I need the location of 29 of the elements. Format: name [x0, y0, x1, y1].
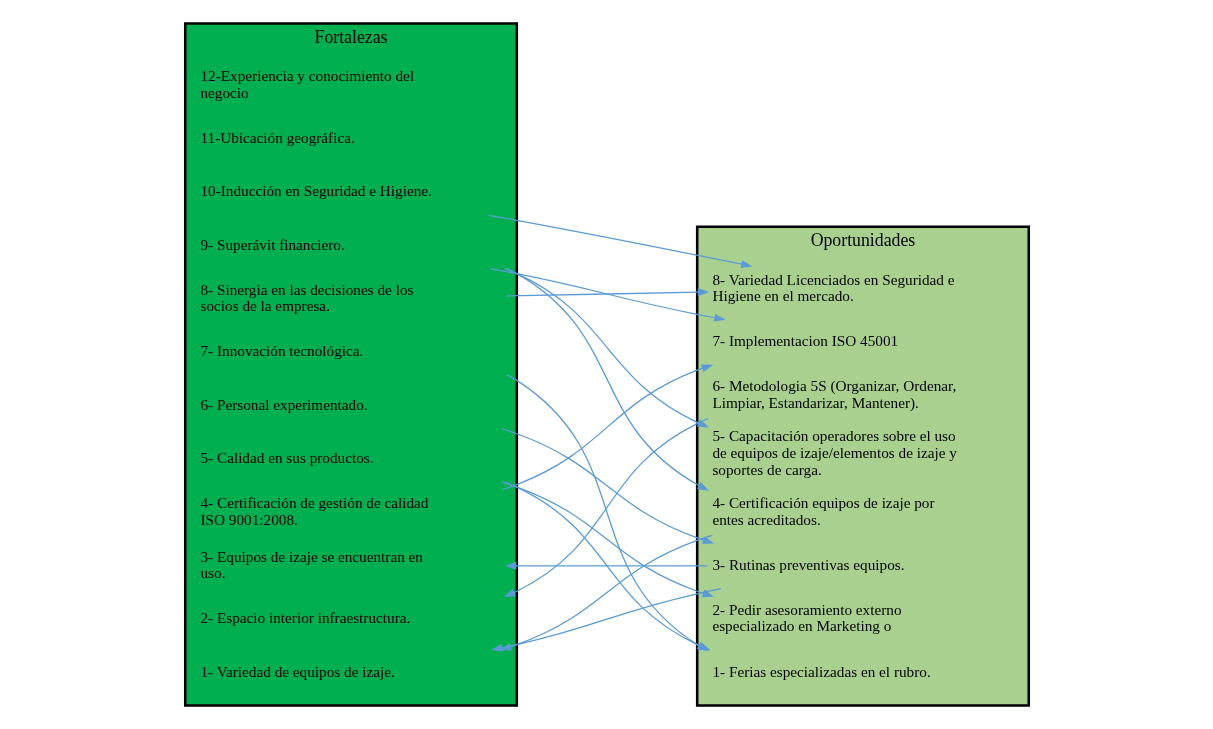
arrow	[505, 267, 709, 491]
arrow	[503, 417, 709, 598]
arrow	[504, 561, 708, 570]
node-text: 6- Metodologia 5S (Organizar, Ordenar, Limpiar, Estandarizar, Mantener).	[711, 377, 956, 411]
node-text: 4- Certificación de gestión de calidad ISO 9001:2008.	[199, 494, 428, 528]
arrow	[503, 267, 709, 428]
node-text: 5- Capacitación operadores sobre el uso de equipos de izaje/elementos de izaje y soportes de carga.	[711, 427, 957, 478]
arrow	[501, 364, 713, 491]
arrow	[500, 481, 714, 598]
node-text: 7- Innovación tecnológica.	[199, 342, 363, 360]
node-text: 9- Superávit financiero.	[199, 235, 345, 253]
node-text: 1- Ferias especializadas en el rubro.	[711, 662, 931, 680]
arrow	[487, 214, 753, 269]
node-text: 8- Variedad Licenciados en Seguridad e Higiene en el mercado.	[711, 270, 955, 305]
node-text: 2- Pedir asesoramiento externo especializado en Marketing o	[711, 600, 902, 635]
node-text: 12-Experiencia y conocimiento del negocio	[199, 67, 414, 101]
node-text: 7- Implementacion ISO 45001	[711, 332, 898, 350]
arrow	[505, 288, 709, 297]
node-text: 11-Ubicación geográfica.	[199, 128, 355, 146]
node-text: 2- Espacio interior infraestructura.	[199, 609, 410, 627]
node-text: 5- Calidad en sus productos.	[199, 449, 374, 467]
arrow	[489, 267, 726, 322]
node-text: 10-Inducción en Seguridad e Higiene.	[199, 182, 432, 200]
node-text: 8- Sinergia en las decisiones de los socios de la empresa.	[199, 280, 413, 315]
node-text: 1- Variedad de equipos de izaje.	[199, 662, 395, 680]
node-text: 6- Personal experimentado.	[199, 395, 368, 413]
node-text: 3- Rutinas preventivas equipos.	[711, 555, 905, 573]
node-text: 3- Equipos de izaje se encuentran en uso.	[199, 547, 423, 582]
node-text: 4- Certificación equipos de izaje por entes acreditados.	[711, 494, 935, 528]
